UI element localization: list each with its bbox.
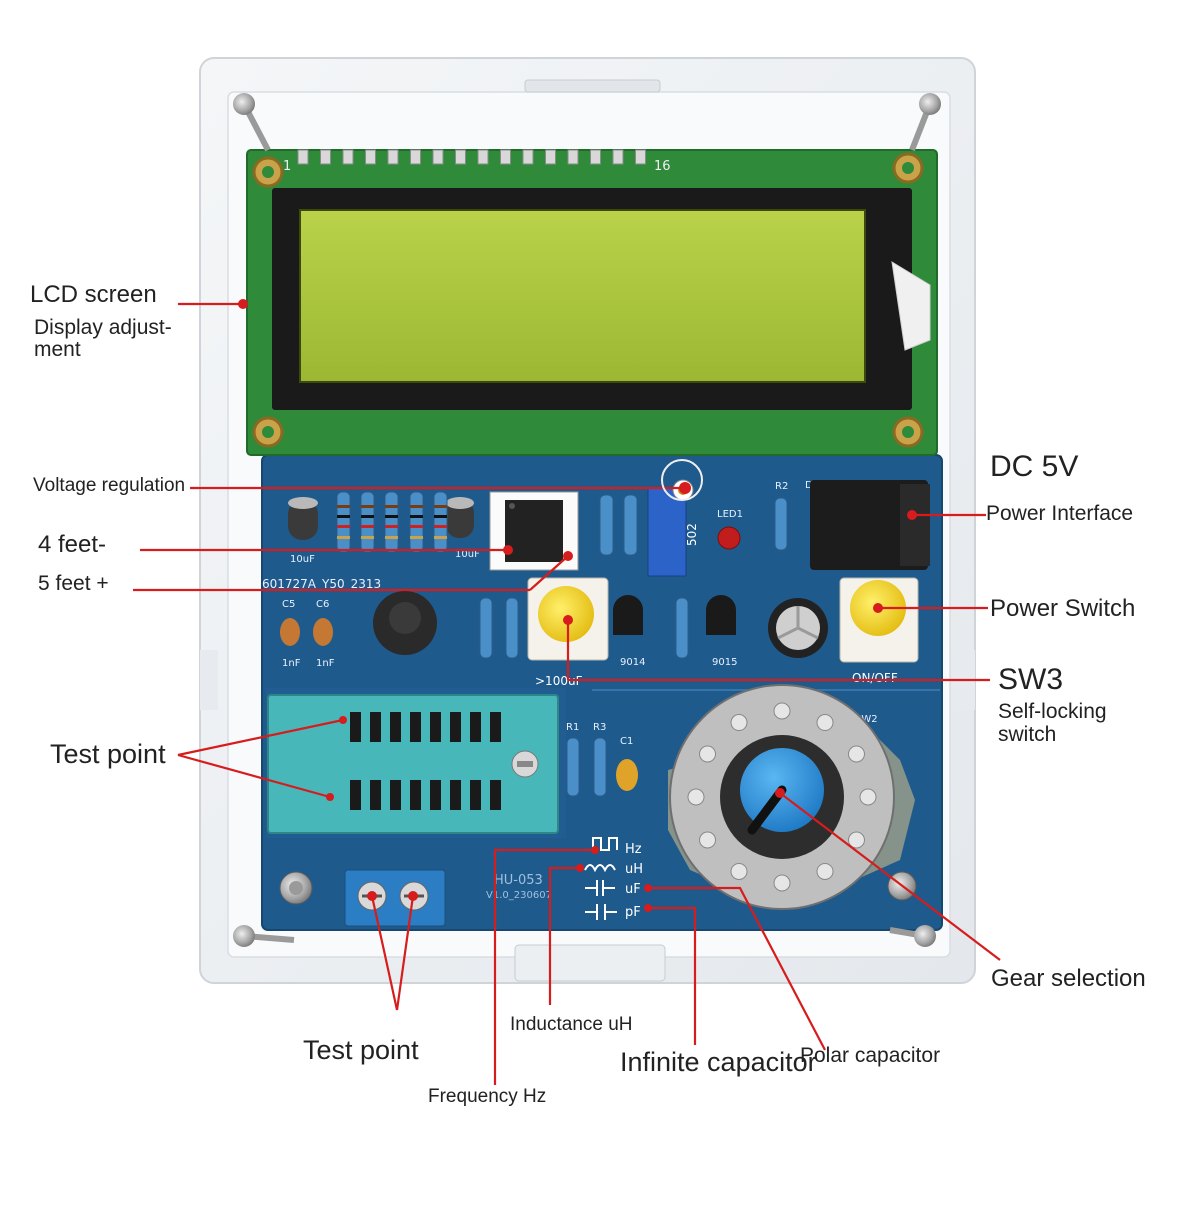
label-inductance: Inductance uH xyxy=(510,1014,633,1035)
svg-text:9015: 9015 xyxy=(712,657,737,668)
pot-label: 502 xyxy=(685,523,699,546)
resistors-low: R1 R3 C1 xyxy=(566,722,638,797)
led: LED1 xyxy=(717,509,743,550)
dc-power-jack: DC1 xyxy=(805,480,930,570)
svg-text:uH: uH xyxy=(625,862,643,877)
electrolytic-capacitors: 10uF 10uF xyxy=(288,497,480,565)
lcd-pin-16-label: 16 xyxy=(654,159,671,174)
label-sw3: SW3 xyxy=(998,663,1064,696)
buzzer xyxy=(373,591,437,655)
svg-text:Hz: Hz xyxy=(625,842,642,857)
lcd-pin-1-label: 1 xyxy=(283,159,291,174)
svg-text:HU-053: HU-053 xyxy=(494,873,543,888)
svg-text:R1: R1 xyxy=(566,722,579,733)
resistors-mid xyxy=(479,597,689,659)
svg-text:9014: 9014 xyxy=(620,657,645,668)
svg-text:10uF: 10uF xyxy=(455,549,480,560)
label-four-feet: 4 feet- xyxy=(38,531,107,558)
case-screws xyxy=(233,93,941,947)
svg-text:V1.0_230607: V1.0_230607 xyxy=(486,890,552,901)
svg-text:ON/OFF: ON/OFF xyxy=(852,671,898,685)
lcd-header-pins xyxy=(297,149,646,165)
label-test-point-bottom: Test point xyxy=(303,1035,419,1065)
mode-legend: Hz uH uF pF HU-053 V1.0_230607 xyxy=(486,837,643,920)
label-display-adjust-1: Display adjust- xyxy=(34,316,172,339)
svg-text:>100uF: >100uF xyxy=(535,674,583,688)
terminal-block[interactable] xyxy=(344,869,446,927)
zif-test-socket[interactable] xyxy=(267,694,559,834)
label-frequency: Frequency Hz xyxy=(428,1086,547,1107)
label-five-feet: 5 feet + xyxy=(38,572,109,595)
svg-text:C5: C5 xyxy=(282,599,295,610)
label-self-locking-1: Self-locking xyxy=(998,700,1107,723)
ceramic-capacitors: C5 C6 1nF 1nF xyxy=(280,599,335,669)
transistors: 9014 9015 xyxy=(613,595,737,668)
svg-text:LED1: LED1 xyxy=(717,509,743,520)
svg-text:1nF: 1nF xyxy=(316,658,335,669)
label-dc-5v: DC 5V xyxy=(990,450,1079,483)
label-test-point-left: Test point xyxy=(50,739,166,769)
label-power-interface: Power Interface xyxy=(986,502,1134,525)
resistor-r2: R2 xyxy=(774,481,788,551)
label-polar-capacitor: Polar capacitor xyxy=(800,1044,941,1067)
label-power-switch: Power Switch xyxy=(990,595,1136,622)
label-lcd-screen: LCD screen xyxy=(30,281,157,308)
svg-text:C1: C1 xyxy=(620,736,633,747)
label-voltage-regulation: Voltage regulation xyxy=(33,475,186,496)
board-serial: 601727A_Y50_2313 xyxy=(262,577,381,591)
svg-text:SW2: SW2 xyxy=(855,714,878,725)
resistor-row xyxy=(336,491,638,556)
lcd-screen xyxy=(299,209,866,383)
capacitor-c2 xyxy=(768,598,828,658)
label-infinite-capacitor: Infinite capacitor xyxy=(620,1047,817,1077)
svg-text:R2: R2 xyxy=(775,481,788,492)
svg-text:1nF: 1nF xyxy=(282,658,301,669)
label-gear-selection: Gear selection xyxy=(991,965,1146,992)
callout-lines xyxy=(133,302,1001,1085)
label-display-adjust-2: ment xyxy=(34,338,81,361)
svg-text:uF: uF xyxy=(625,882,641,897)
svg-text:C6: C6 xyxy=(316,599,329,610)
svg-text:pF: pF xyxy=(625,905,641,920)
label-self-locking-2: switch xyxy=(998,723,1057,746)
lcd-module: 1 16 xyxy=(246,149,938,456)
callout-dots xyxy=(238,299,917,912)
svg-text:10uF: 10uF xyxy=(290,554,315,565)
power-switch-button[interactable]: ON/OFF xyxy=(839,577,919,685)
svg-text:R3: R3 xyxy=(593,722,606,733)
